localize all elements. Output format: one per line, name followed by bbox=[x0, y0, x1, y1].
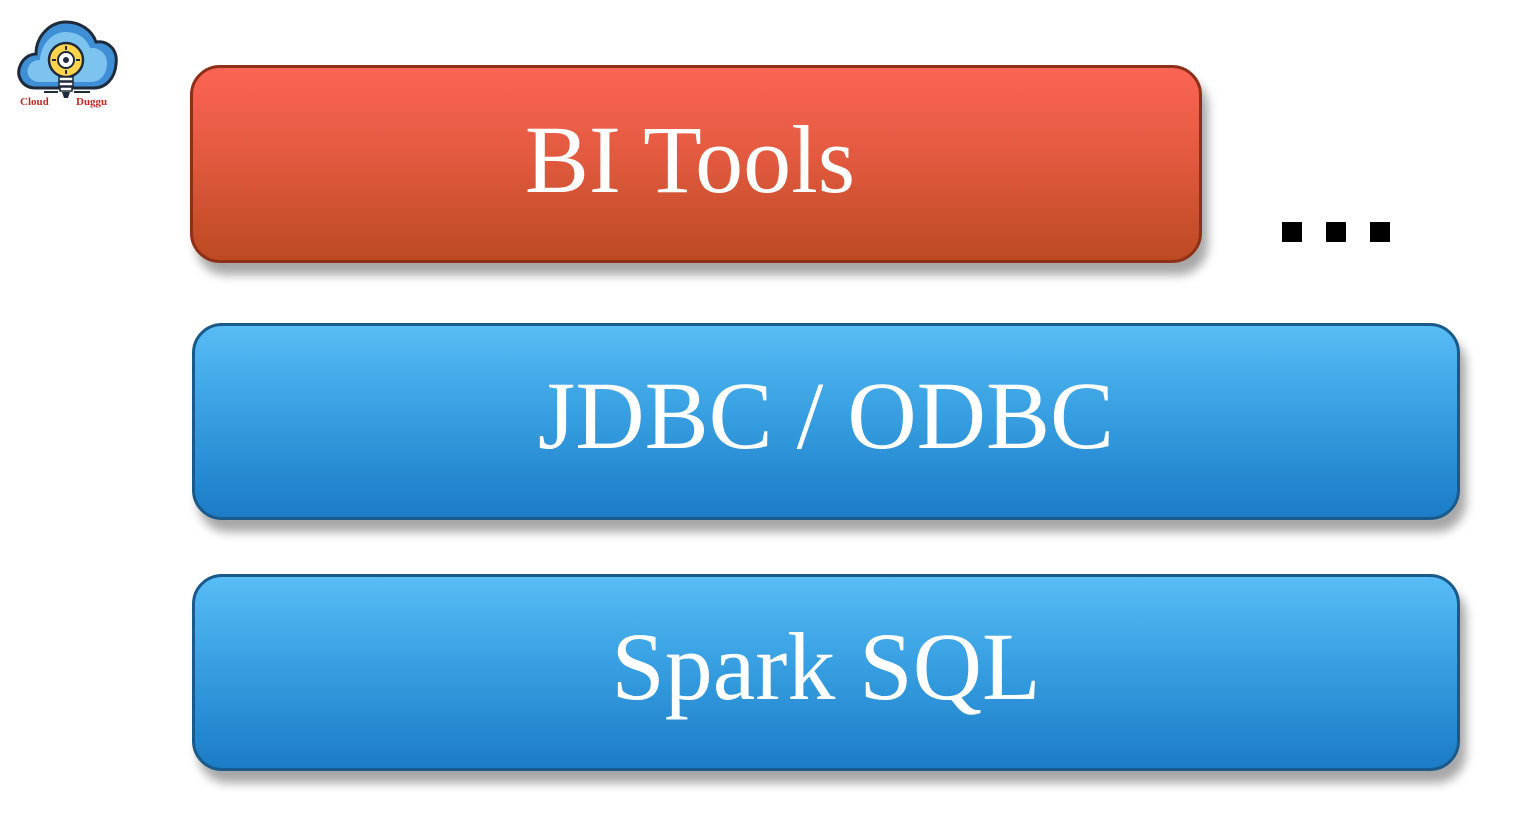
ellipsis-more bbox=[1282, 222, 1390, 242]
bi-tools-layer: BI Tools bbox=[190, 65, 1202, 263]
clouddeggu-logo: Cloud Duggu bbox=[14, 10, 120, 110]
spark-sql-layer: Spark SQL bbox=[192, 574, 1460, 771]
logo-text-cloud: Cloud bbox=[20, 96, 49, 108]
logo-text-duggu: Duggu bbox=[76, 96, 108, 108]
ellipsis-dot bbox=[1326, 222, 1346, 242]
ellipsis-dot bbox=[1282, 222, 1302, 242]
cloud-bulb-icon bbox=[17, 20, 118, 98]
jdbc-odbc-layer: JDBC / ODBC bbox=[192, 323, 1460, 520]
jdbc-odbc-label: JDBC / ODBC bbox=[537, 361, 1115, 469]
ellipsis-dot bbox=[1370, 222, 1390, 242]
spark-sql-label: Spark SQL bbox=[611, 612, 1041, 720]
bi-tools-label: BI Tools bbox=[524, 106, 856, 213]
